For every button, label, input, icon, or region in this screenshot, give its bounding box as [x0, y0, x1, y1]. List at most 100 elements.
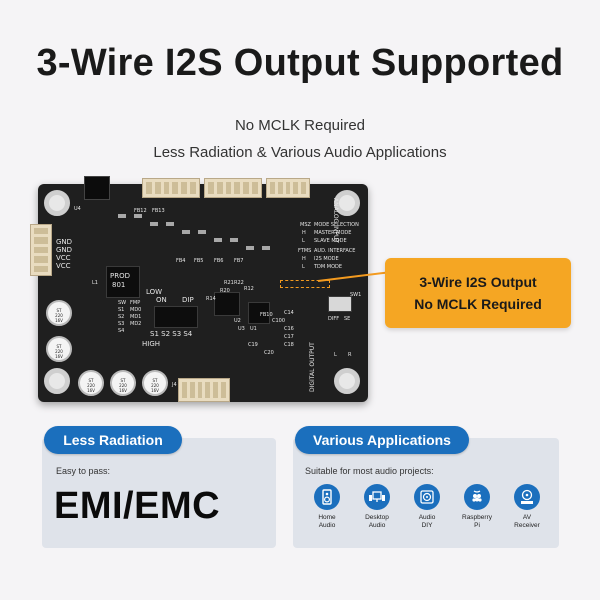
ic-chip — [248, 302, 270, 324]
mode-table-label: L — [302, 264, 305, 270]
component-label: C18 — [284, 342, 294, 348]
side-header-connector — [30, 224, 52, 276]
right-channel-label: R — [348, 352, 352, 358]
mode-table-label: MODE SELECTION — [314, 222, 359, 228]
component-label: C16 — [284, 326, 294, 332]
component-label: R14 — [206, 296, 216, 302]
low-label: LOW — [146, 288, 163, 296]
fb-label: FB12 — [134, 208, 147, 214]
various-applications-pill: Various Applications — [295, 426, 469, 454]
mode-table-label: L — [302, 238, 305, 244]
top-header-connector — [204, 178, 262, 198]
mode-table-label: FTMS — [298, 248, 312, 254]
callout-line-2: No MCLK Required — [414, 296, 542, 312]
switch-table-label: S3 — [118, 321, 125, 327]
mode-table-label: SLAVE MODE — [314, 238, 347, 244]
power-connector — [84, 176, 110, 200]
component-label: R12 — [244, 286, 254, 292]
switch-table-label: MD2 — [130, 321, 142, 327]
switch-table-label: S2 — [118, 314, 125, 320]
se-label: SE — [344, 316, 351, 322]
switch-labels: S1 S2 S3 S4 — [150, 330, 193, 338]
fb-label: FB6 — [214, 258, 224, 264]
less-radiation-panel — [42, 438, 276, 548]
prod-label: PROD — [110, 272, 130, 280]
emi-emc-text: EMI/EMC — [54, 485, 221, 527]
analog-input-label: ANALOG INPUT — [332, 198, 339, 244]
switch-table-label: SW — [118, 300, 127, 306]
component-label: C19 — [248, 342, 258, 348]
u3-label: U3 — [238, 326, 245, 332]
subtitle-radiation: Less Radiation & Various Audio Applicati… — [153, 144, 447, 161]
less-radiation-pill: Less Radiation — [44, 426, 182, 454]
subtitle-mclk: No MCLK Required — [234, 117, 366, 134]
component-label: R21 — [224, 280, 234, 286]
left-channel-label: L — [334, 352, 337, 358]
prod-number: 801 — [112, 281, 126, 289]
mounting-hole — [334, 368, 360, 394]
prod-chip — [106, 266, 140, 298]
gnd-label: GND — [56, 238, 73, 246]
component-label: R20 — [220, 288, 230, 294]
u2-label: U2 — [234, 318, 241, 324]
mode-table-label: H — [302, 256, 306, 262]
bottom-header-connector — [178, 378, 230, 402]
mode-table-label: H — [302, 230, 306, 236]
audio-board-illustration: GND GND VCC VCC L1 U4 PROD 801 LOW HIGH … — [30, 176, 386, 406]
page-title: 3-Wire I2S Output Supported — [36, 42, 564, 84]
component-label: C100 — [272, 318, 286, 324]
switch-table-label: MD0 — [130, 307, 142, 313]
suitable-text: Suitable for most audio projects: — [305, 466, 434, 476]
u4-label: U4 — [74, 206, 81, 212]
high-label: HIGH — [142, 340, 161, 348]
top-header-connector — [142, 178, 200, 198]
fb-label: FB4 — [176, 258, 186, 264]
mode-table-label: AUD. INTERFACE — [314, 248, 356, 254]
u1-label: U1 — [250, 326, 257, 332]
fb-label: FB5 — [194, 258, 204, 264]
diff-label: DIFF — [328, 316, 340, 322]
slide-switch — [328, 296, 352, 312]
sw1-label: SW1 — [350, 292, 362, 298]
dip-switch — [154, 306, 198, 328]
mode-table-label: MSZ — [300, 222, 311, 228]
switch-table-label: S4 — [118, 328, 125, 334]
l1-label: L1 — [92, 280, 98, 286]
mode-table-label: TDM MODE — [314, 264, 343, 270]
vinyl-speaker-icon — [414, 484, 440, 510]
component-label: C14 — [284, 310, 294, 316]
switch-table-label: MD1 — [130, 314, 142, 320]
switch-table-label: S1 — [118, 307, 125, 313]
digital-output-label: DIGITAL OUTPUT — [309, 342, 316, 392]
switch-table-label: FMP — [130, 300, 141, 306]
desktop-speaker-icon — [364, 484, 390, 510]
raspberry-pi-icon — [464, 484, 490, 510]
gnd-label: GND — [56, 246, 73, 254]
mounting-hole — [334, 190, 360, 216]
easy-to-pass-text: Easy to pass: — [56, 466, 111, 476]
mode-table-label: I2S MODE — [314, 256, 339, 262]
dip-label: DIP — [182, 296, 194, 304]
fb-label: FB10 — [260, 312, 273, 318]
j4-label: J4 — [172, 382, 177, 388]
mounting-hole — [44, 368, 70, 394]
pcb-board: GND GND VCC VCC L1 U4 PROD 801 LOW HIGH … — [30, 176, 368, 402]
fb-label: FB7 — [234, 258, 244, 264]
fb-label: FB13 — [152, 208, 165, 214]
highlight-box — [280, 280, 330, 288]
component-label: C17 — [284, 334, 294, 340]
component-label: R22 — [234, 280, 244, 286]
speaker-icon — [314, 484, 340, 510]
i2s-callout: 3-Wire I2S Output No MCLK Required — [385, 258, 571, 328]
